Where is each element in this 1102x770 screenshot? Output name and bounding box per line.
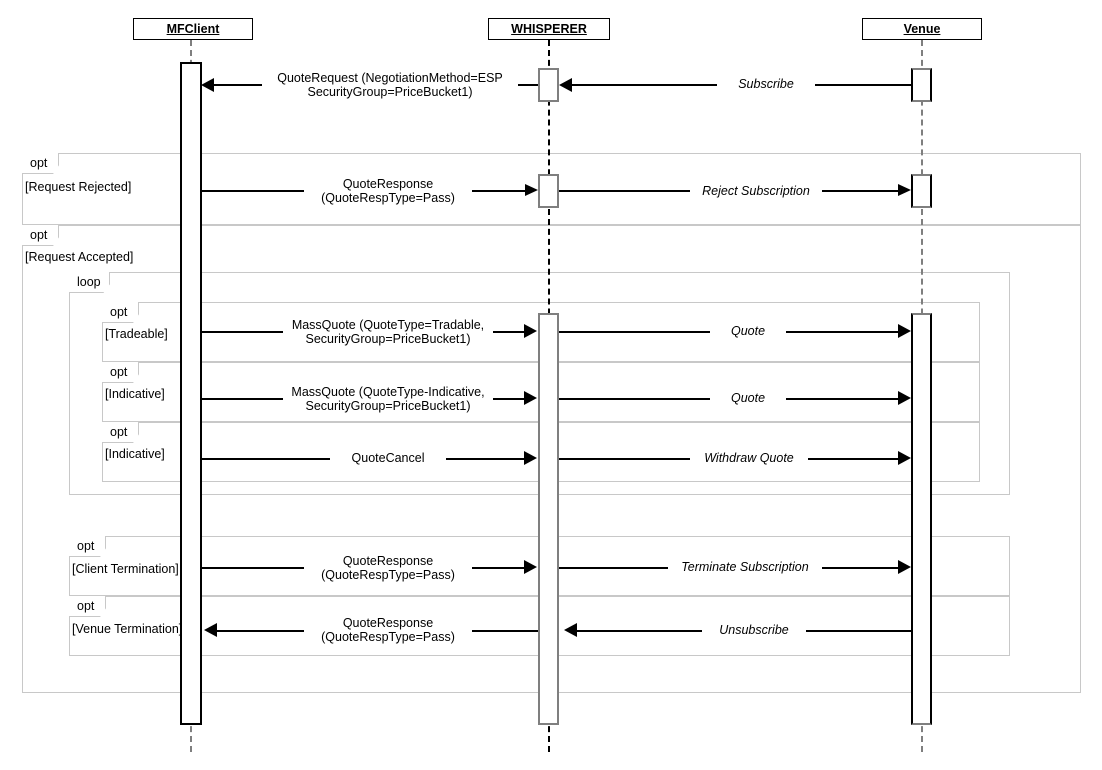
activation-whisperer-initial <box>538 68 559 102</box>
participant-label-whisperer: WHISPERER <box>511 21 587 36</box>
participant-label-mfclient: MFClient <box>166 21 220 36</box>
message-label-quoteresponse-venue-term: QuoteResponse (QuoteRespType=Pass) <box>304 616 472 644</box>
message-arrowhead-massquote-indicative <box>524 391 537 405</box>
fragment-label-opt-request-rejected: opt <box>22 153 59 174</box>
message-label-quoterequest: QuoteRequest (NegotiationMethod=ESP Secu… <box>262 71 518 99</box>
message-label-line2: (QuoteRespType=Pass) <box>321 568 455 582</box>
message-label-line1: Withdraw Quote <box>704 451 794 465</box>
message-label-massquote-tradable: MassQuote (QuoteType=Tradable, SecurityG… <box>283 318 493 346</box>
message-label-quote-2: Quote <box>710 391 786 405</box>
message-label-quote-1: Quote <box>710 324 786 338</box>
message-arrowhead-quoteresponse-venue-term <box>204 623 217 637</box>
activation-whisperer-loop <box>538 313 559 725</box>
message-label-line1: Quote <box>730 391 766 405</box>
activation-whisperer-reject <box>538 174 559 208</box>
fragment-guard-opt-client-termination: [Client Termination] <box>72 562 179 576</box>
message-label-quoteresponse-reject: QuoteResponse (QuoteRespType=Pass) <box>304 177 472 205</box>
message-label-withdraw-quote: Withdraw Quote <box>690 451 808 465</box>
participant-label-venue: Venue <box>903 21 941 36</box>
message-arrowhead-quote-2 <box>898 391 911 405</box>
fragment-label-opt-request-accepted: opt <box>22 225 59 246</box>
message-label-quotecancel: QuoteCancel <box>330 451 446 465</box>
message-label-line2: SecurityGroup=PriceBucket1) <box>305 399 471 413</box>
message-label-massquote-indicative: MassQuote (QuoteType-Indicative, Securit… <box>283 385 493 413</box>
message-arrowhead-quotecancel <box>524 451 537 465</box>
message-label-line1: MassQuote (QuoteType=Tradable, <box>291 318 485 332</box>
message-label-line2: (QuoteRespType=Pass) <box>321 630 455 644</box>
message-arrowhead-unsubscribe <box>564 623 577 637</box>
fragment-guard-opt-request-rejected: [Request Rejected] <box>25 180 132 194</box>
activation-mfclient-main <box>180 62 202 725</box>
message-label-quoteresponse-client-term: QuoteResponse (QuoteRespType=Pass) <box>304 554 472 582</box>
message-label-line1: QuoteResponse <box>342 177 434 191</box>
message-arrowhead-massquote-tradable <box>524 324 537 338</box>
fragment-guard-opt-venue-termination: [Venue Termination] <box>72 622 183 636</box>
message-label-subscribe: Subscribe <box>717 77 815 91</box>
message-arrowhead-quoteresponse-reject <box>525 184 538 196</box>
message-label-line2: (QuoteRespType=Pass) <box>321 191 455 205</box>
fragment-guard-opt-request-accepted: [Request Accepted] <box>25 250 134 264</box>
fragment-label-opt-tradeable: opt <box>102 302 139 323</box>
participant-venue[interactable]: Venue <box>862 18 982 40</box>
message-arrowhead-quoterequest <box>201 78 214 92</box>
fragment-label-loop-quoting: loop <box>69 272 110 293</box>
message-label-line1: Subscribe <box>738 77 794 91</box>
fragment-label-opt-indicative-2: opt <box>102 422 139 443</box>
message-label-line1: Terminate Subscription <box>681 560 809 574</box>
activation-venue-loop <box>911 313 932 725</box>
message-label-unsubscribe: Unsubscribe <box>702 623 806 637</box>
message-label-line1: Quote <box>730 324 766 338</box>
message-arrowhead-reject-subscription <box>898 184 911 196</box>
fragment-guard-opt-indicative-2: [Indicative] <box>105 447 165 461</box>
message-arrowhead-withdraw-quote <box>898 451 911 465</box>
message-label-line1: Reject Subscription <box>702 184 810 198</box>
message-label-terminate-subscription: Terminate Subscription <box>668 560 822 574</box>
message-arrowhead-quoteresponse-client-term <box>524 560 537 574</box>
participant-mfclient[interactable]: MFClient <box>133 18 253 40</box>
activation-venue-reject <box>911 174 932 208</box>
message-label-line1: QuoteCancel <box>351 451 425 465</box>
message-label-line1: MassQuote (QuoteType-Indicative, <box>291 385 485 399</box>
message-label-line2: SecurityGroup=PriceBucket1) <box>305 332 471 346</box>
activation-venue-initial <box>911 68 932 102</box>
message-label-line1: QuoteResponse <box>342 616 434 630</box>
message-arrowhead-terminate-subscription <box>898 560 911 574</box>
participant-whisperer[interactable]: WHISPERER <box>488 18 610 40</box>
fragment-label-opt-client-termination: opt <box>69 536 106 557</box>
message-label-line1: QuoteResponse <box>342 554 434 568</box>
message-label-line1: Unsubscribe <box>719 623 789 637</box>
message-arrowhead-quote-1 <box>898 324 911 338</box>
message-label-line2: SecurityGroup=PriceBucket1) <box>307 85 473 99</box>
fragment-guard-opt-indicative-1: [Indicative] <box>105 387 165 401</box>
fragment-label-opt-indicative-1: opt <box>102 362 139 383</box>
fragment-guard-opt-tradeable: [Tradeable] <box>105 327 168 341</box>
message-label-line1: QuoteRequest (NegotiationMethod=ESP <box>277 71 503 85</box>
message-arrowhead-subscribe <box>559 78 572 92</box>
fragment-opt-request-rejected <box>22 153 1081 225</box>
fragment-label-opt-venue-termination: opt <box>69 596 106 617</box>
message-label-reject-subscription: Reject Subscription <box>690 184 822 198</box>
